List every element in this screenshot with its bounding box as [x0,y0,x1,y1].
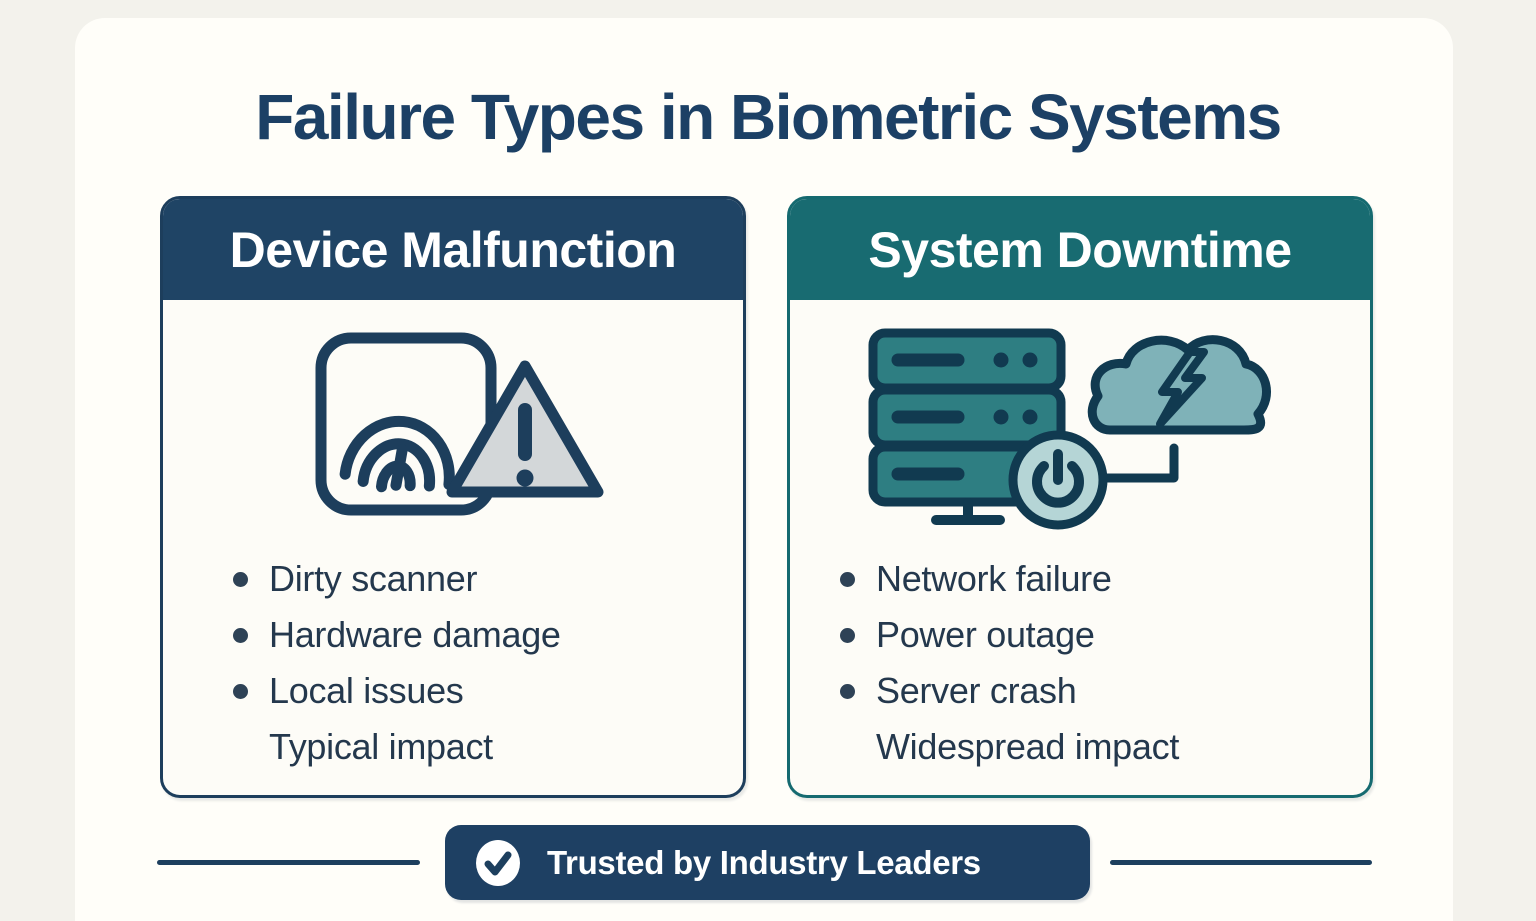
card-system-downtime: System Downtime [787,196,1373,798]
list-item: Local issues [233,663,561,719]
bullet-dot [233,683,248,699]
page-title: Failure Types in Biometric Systems [255,81,1282,153]
system-downtime-list: Network failure Power outage Server cras… [840,551,1179,775]
list-item: Dirty scanner [233,551,561,607]
bullet-dot [840,683,855,699]
card-header-device-malfunction: Device Malfunction [163,199,743,300]
bullet-dot [233,571,248,587]
list-footnote: Typical impact [233,719,561,775]
trust-badge: Trusted by Industry Leaders [445,825,1090,900]
list-footnote: Widespread impact [840,719,1179,775]
list-item-label: Network failure [876,558,1112,599]
device-malfunction-list: Dirty scanner Hardware damage Local issu… [233,551,561,775]
list-item-label: Power outage [876,614,1095,655]
bullet-dot [840,627,855,643]
list-item-label: Dirty scanner [269,558,478,599]
list-footnote-label: Typical impact [269,726,493,767]
cloud-lightning-icon [1087,335,1271,435]
list-item: Hardware damage [233,607,561,663]
list-item-label: Local issues [269,670,464,711]
footer-rule-right [1110,860,1372,865]
list-item: Power outage [840,607,1179,663]
server-cloud-power-icon [858,326,1278,531]
card-device-malfunction: Device Malfunction Dirty scanner Hardwar… [160,196,746,798]
list-item: Server crash [840,663,1179,719]
list-item-label: Server crash [876,670,1077,711]
fingerprint-warning-icon [315,332,607,518]
bullet-dot [233,627,248,643]
bullet-dot [840,571,855,587]
list-item: Network failure [840,551,1179,607]
list-item-label: Hardware damage [269,614,561,655]
list-footnote-label: Widespread impact [876,726,1180,767]
check-circle-icon [476,839,520,886]
card-header-system-downtime: System Downtime [790,199,1370,300]
trust-badge-label: Trusted by Industry Leaders [547,843,981,881]
footer-rule-left [157,860,420,865]
